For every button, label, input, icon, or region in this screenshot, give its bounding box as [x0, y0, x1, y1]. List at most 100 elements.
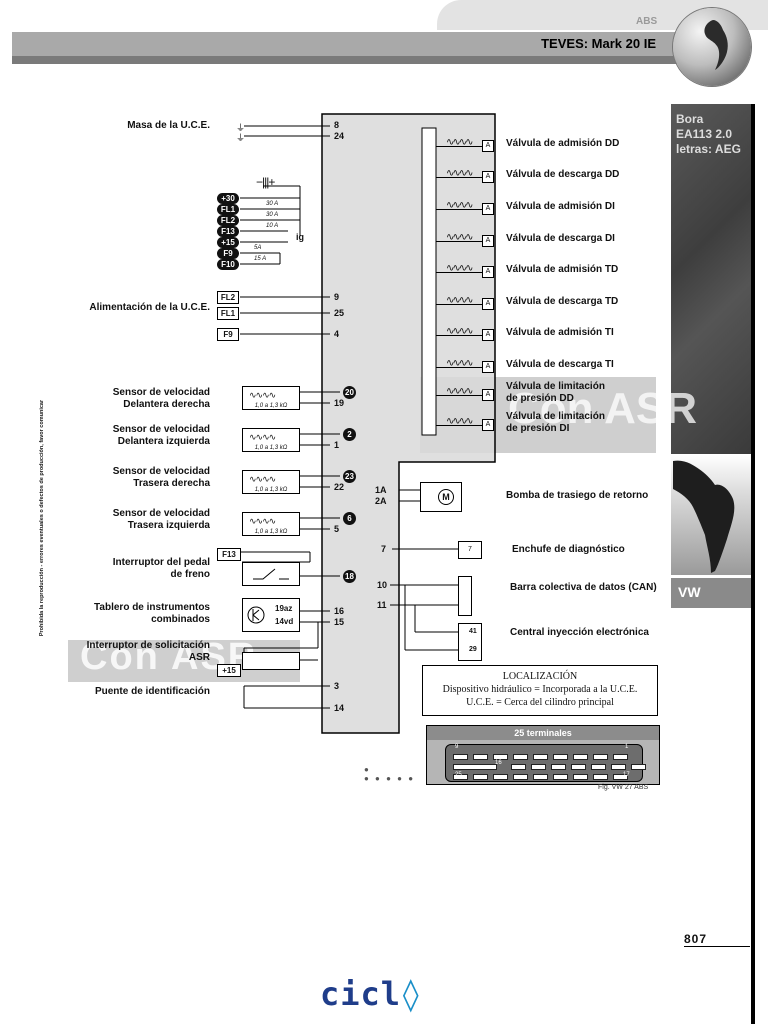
sensor-di: ∿∿∿∿ 1,0 a 1,3 kΩ: [242, 428, 300, 452]
pin-circle-2: 2: [343, 428, 356, 441]
sidebar-model-line-2: EA113 2.0: [676, 127, 733, 141]
fuse-box-plus15: +15: [217, 664, 241, 677]
valve-wire: [436, 272, 482, 273]
page-title: TEVES: Mark 20 IE: [541, 36, 656, 51]
valve-label: de presión DI: [506, 423, 570, 434]
label-tablero-1: Tablero de instrumentos: [94, 602, 210, 613]
logo-text: cicl: [320, 975, 402, 1013]
fuse-box-f9: F9: [217, 328, 239, 341]
sensor-caption: 1,0 a 1,3 kΩ: [254, 529, 288, 535]
fuse-pill-f10: F10: [217, 259, 239, 270]
valve-wire: [436, 304, 482, 305]
label-bomba: Bomba de trasiego de retorno: [506, 490, 649, 501]
valve-coil-icon: ∿∿∿∿: [446, 416, 473, 427]
pin-5: 5: [334, 524, 340, 534]
connector-slot: [573, 774, 588, 780]
connector-slot: [453, 754, 468, 760]
fuse-pill-plus15: +15: [217, 237, 239, 248]
ignition-label: ig: [296, 232, 304, 242]
brand-tab: [671, 578, 751, 608]
connector-slot: [591, 764, 606, 770]
logo: cicl◊: [320, 975, 421, 1013]
valve-label: Válvula de admisión DI: [506, 201, 615, 212]
fuse-pill-plus30: +30: [217, 193, 239, 204]
connector-slot: [613, 754, 628, 760]
dots-icon: ●● ● ● ● ●: [364, 765, 416, 783]
valve-coil-icon: ∿∿∿∿: [446, 168, 473, 179]
label-asr-1: Interruptor de solicitación: [86, 640, 210, 651]
label-freno-2: de freno: [170, 569, 210, 580]
fuse-box-f13: F13: [217, 548, 241, 561]
pin-circle-18: 18: [343, 570, 356, 583]
connector-slot-wide: [453, 764, 497, 770]
valve-label: Válvula de admisión TD: [506, 264, 619, 275]
label-sensor-di-1: Sensor de velocidad: [112, 424, 210, 435]
pin-1a: 1A: [375, 485, 387, 495]
coil-icon: ∿∿∿∿: [249, 432, 276, 442]
connector-num-16: 16: [495, 760, 502, 766]
valve-label: Válvula de descarga DD: [506, 169, 620, 180]
connector-slot: [631, 764, 646, 770]
label-alimentacion: Alimentación de la U.C.E.: [89, 302, 210, 313]
brand-label: VW: [678, 584, 701, 600]
coil-icon: ∿∿∿∿: [249, 474, 276, 484]
connector-slot: [493, 774, 508, 780]
pin-8: 8: [334, 120, 340, 130]
valve-tag: A: [482, 419, 494, 431]
connector-slot: [533, 754, 548, 760]
sensor-caption: 1,0 a 1,3 kΩ: [254, 487, 288, 493]
connector-diagram: 25 terminales 9 1 16 25 17: [426, 725, 660, 785]
localizacion-line-1: Dispositivo hidráulico = Incorporada a l…: [442, 684, 638, 695]
valve-tag: A: [482, 389, 494, 401]
page-edge-line: [751, 104, 755, 1024]
connector-slot: [553, 754, 568, 760]
valve-label: Válvula de admisión DD: [506, 138, 620, 149]
pin-16: 16: [334, 606, 345, 616]
label-freno-1: Interruptor del pedal: [112, 557, 210, 568]
localizacion-title: LOCALIZACIÓN: [502, 671, 578, 682]
connector-num-25: 25: [455, 772, 462, 778]
connector-slot: [531, 764, 546, 770]
diag-connector: 7: [458, 541, 482, 559]
valve-label: Válvula de limitación: [506, 411, 605, 422]
fuse-rating: 10 A: [266, 223, 279, 229]
localizacion-box: LOCALIZACIÓN Dispositivo hidráulico = In…: [422, 665, 658, 716]
ground-symbol: ⏚: [236, 133, 246, 143]
connector-slot: [473, 774, 488, 780]
figure-reference: Fig. VW 27 ABS: [598, 784, 649, 791]
label-can: Barra colectiva de datos (CAN): [510, 582, 657, 593]
label-central: Central inyección electrónica: [510, 627, 649, 638]
fuse-rating: 5A: [254, 245, 262, 251]
cluster-gauge-icon: [247, 606, 265, 624]
fuse-pill-fl2: FL2: [217, 215, 239, 226]
connector-slot: [553, 774, 568, 780]
pin-7: 7: [381, 544, 387, 554]
valve-tag: A: [482, 298, 494, 310]
coil-icon: ∿∿∿∿: [249, 516, 276, 526]
label-sensor-di-2: Delantera izquierda: [117, 436, 210, 447]
pin-1: 1: [334, 440, 340, 450]
fuse-box-fl2: FL2: [217, 291, 239, 304]
cluster-pin-14vd: 14vd: [275, 617, 294, 626]
valve-tag: A: [482, 361, 494, 373]
connector-slot: [611, 764, 626, 770]
valve-tag: A: [482, 203, 494, 215]
page-number: 807: [684, 932, 708, 946]
valve-coil-icon: ∿∿∿∿: [446, 137, 473, 148]
pin-15: 15: [334, 617, 345, 627]
connector-slot: [533, 774, 548, 780]
diag-connector-pin: 7: [468, 546, 472, 553]
coil-icon: ∿∿∿∿: [249, 390, 276, 400]
section-label: ABS: [636, 16, 658, 27]
valve-wire: [436, 241, 482, 242]
valve-coil-icon: ∿∿∿∿: [446, 263, 473, 274]
connector-slot: [613, 774, 628, 780]
logo-drop-icon: ◊: [401, 975, 422, 1013]
pin-circle-20: 20: [343, 386, 356, 399]
fuse-rating: 30 A: [266, 212, 279, 218]
valve-tag: A: [482, 140, 494, 152]
localizacion-line-2: U.C.E. = Cerca del cilindro principal: [466, 697, 614, 708]
connector-slot: [511, 764, 526, 770]
central-connector: 41 29: [458, 623, 482, 661]
